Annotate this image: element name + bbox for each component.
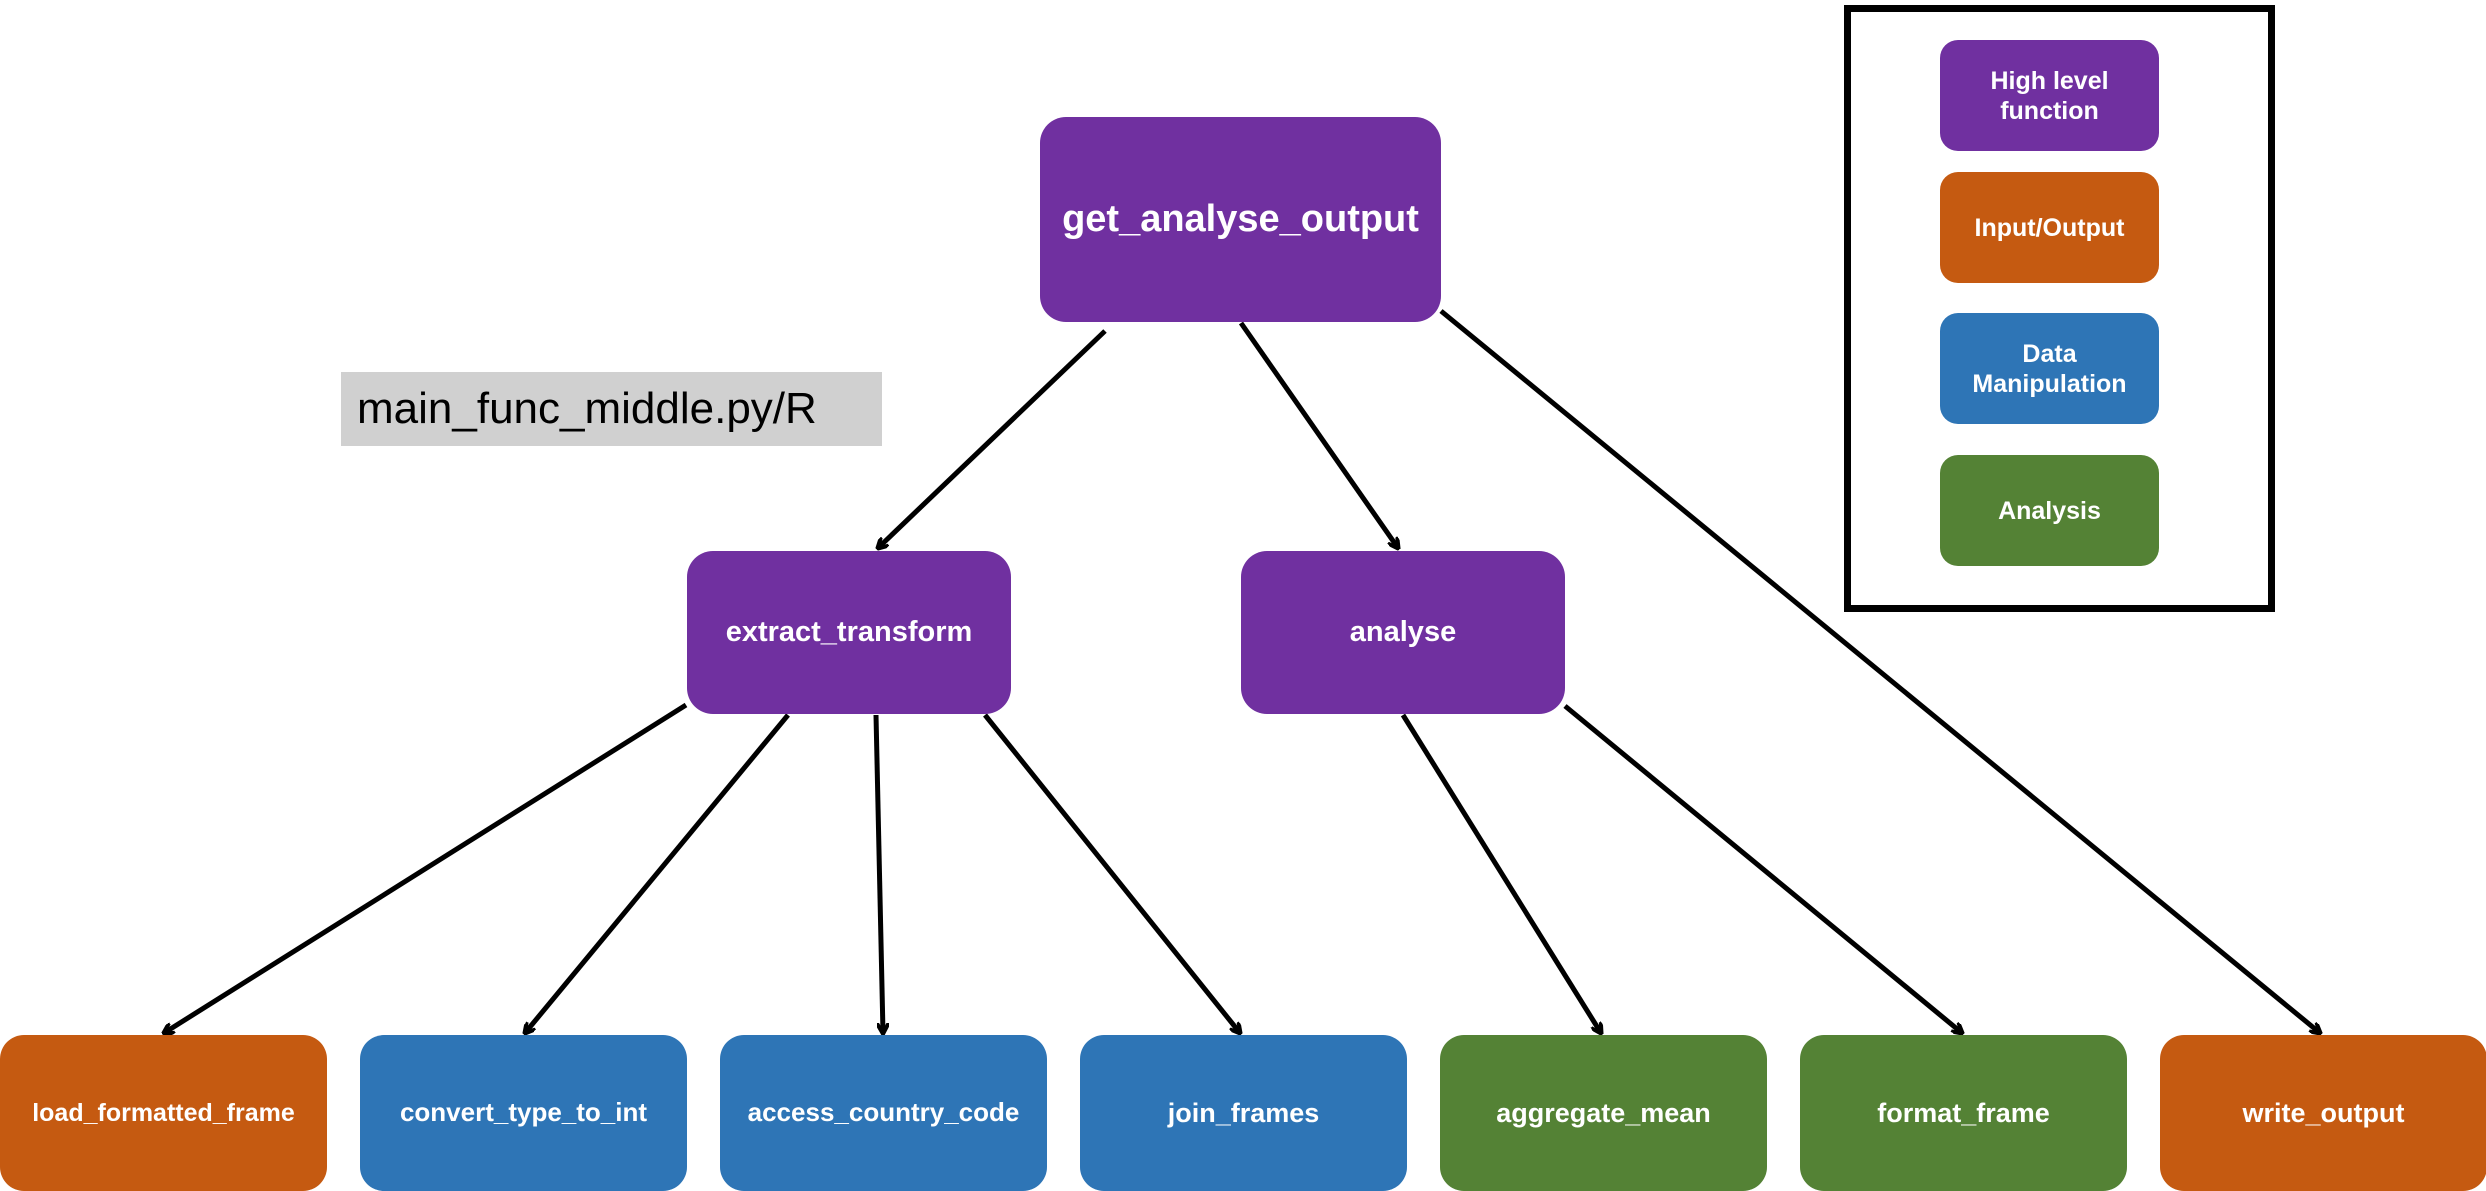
node-aggregate-mean: aggregate_mean: [1440, 1035, 1767, 1191]
node-extract-transform: extract_transform: [687, 551, 1011, 714]
edge-extract-transform-to-access-country-code: [873, 714, 883, 1033]
node-access-country-code: access_country_code: [720, 1035, 1047, 1191]
legend-item-input-output: Input/Output: [1940, 172, 2159, 283]
file-name-label: main_func_middle.py/R: [341, 372, 882, 446]
edge-analyse-to-aggregate-mean: [1400, 713, 1601, 1033]
legend-item-data-manipulation: Data Manipulation: [1940, 313, 2159, 424]
node-format-frame: format_frame: [1800, 1035, 2127, 1191]
edge-extract-transform-to-load-formatted-frame: [164, 702, 688, 1033]
edge-analyse-to-format-frame: [1563, 704, 1962, 1033]
node-join-frames: join_frames: [1080, 1035, 1407, 1191]
node-convert-type-to-int: convert_type_to_int: [360, 1035, 687, 1191]
edge-root-to-analyse: [1238, 321, 1398, 548]
edge-extract-transform-to-join-frames: [983, 713, 1240, 1033]
node-analyse: analyse: [1241, 551, 1565, 714]
node-write-output: write_output: [2160, 1035, 2486, 1191]
node-load-formatted-frame: load_formatted_frame: [0, 1035, 327, 1191]
node-get-analyse-output: get_analyse_output: [1040, 117, 1441, 322]
legend-item-high-level-function: High level function: [1940, 40, 2159, 151]
edge-root-to-write-output: [1439, 309, 2320, 1033]
edge-root-to-extract-transform: [878, 329, 1107, 548]
edge-extract-transform-to-convert-type-to-int: [525, 713, 790, 1033]
legend-item-analysis: Analysis: [1940, 455, 2159, 566]
